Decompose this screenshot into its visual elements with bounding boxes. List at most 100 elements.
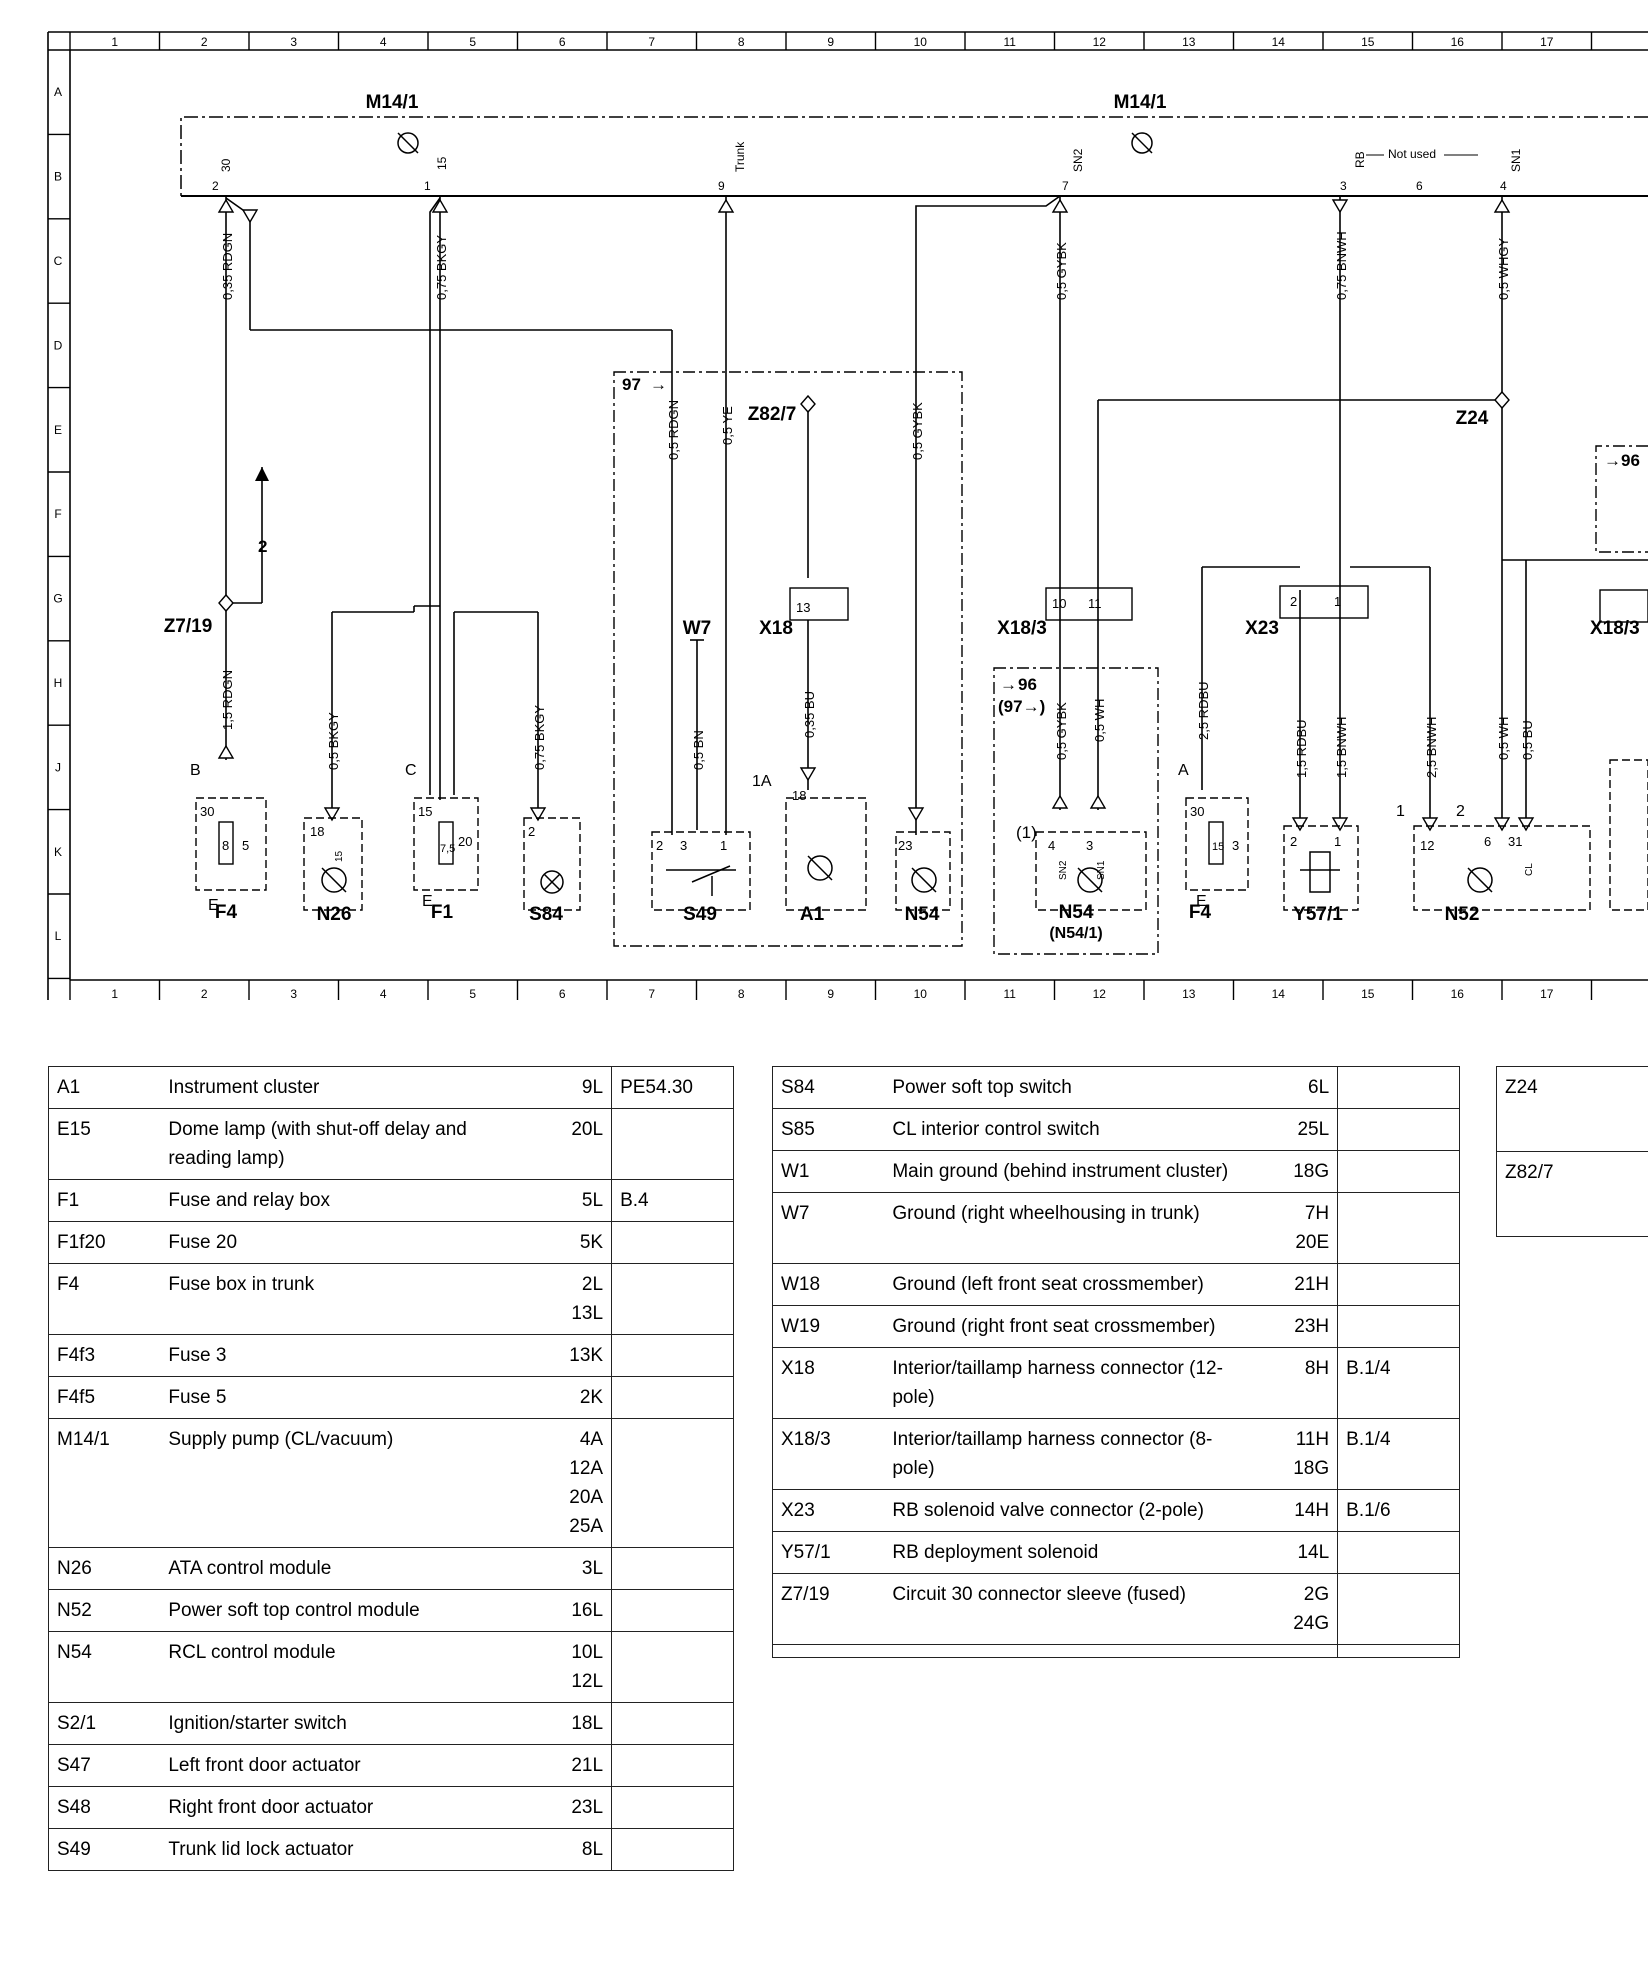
legend-ref [1337, 1573, 1460, 1645]
legend-loc: 5L [527, 1179, 613, 1222]
grid-column-label: 12 [1093, 35, 1107, 49]
legend-desc: RB solenoid valve connector (2-pole) [884, 1489, 1252, 1532]
svg-text:X18/3: X18/3 [997, 618, 1047, 639]
grid-column-label: 7 [648, 987, 655, 1000]
supply-pump-box: M14/1 M14/1 [180, 92, 1648, 197]
grid-row-label: E [54, 423, 62, 437]
grid-column-label: 1 [111, 35, 118, 49]
pump-pins: 2 30 1 15 9 Trunk 7 SN2 3 RB 6 4 SN1 Not… [212, 141, 1523, 193]
svg-text:3: 3 [680, 838, 687, 853]
grid-column-label: 10 [914, 35, 928, 49]
svg-text:30: 30 [1190, 804, 1204, 819]
legend-code: W19 [772, 1305, 885, 1348]
svg-text:1,5 RDGN: 1,5 RDGN [220, 670, 235, 730]
legend-ref [1337, 1150, 1460, 1193]
legend-desc: Trunk lid lock actuator [160, 1828, 528, 1871]
legend-ref [611, 1786, 734, 1829]
wire-labels: 0,35 RDGN 0,75 BKGY 0,5 GYBK 0,75 BNWH 0… [220, 231, 1535, 778]
legend-code: S49 [48, 1828, 161, 1871]
svg-text:30: 30 [200, 804, 214, 819]
grid-column-label: 17 [1540, 987, 1554, 1000]
svg-text:E: E [1196, 893, 1207, 910]
group-boxes [613, 371, 1648, 955]
wiring-diagram: 1122334455667788991010111112121313141415… [47, 31, 1648, 1000]
svg-text:5: 5 [242, 838, 249, 853]
grid-ticks [48, 32, 1593, 1000]
svg-text:1: 1 [720, 838, 727, 853]
svg-text:F1: F1 [431, 902, 454, 923]
legend-loc: 2L 13L [527, 1263, 613, 1335]
svg-text:E: E [422, 893, 433, 910]
svg-text:SN2: SN2 [1058, 860, 1069, 880]
grid-column-label: 11 [1004, 987, 1017, 1000]
svg-text:E: E [208, 897, 219, 914]
svg-text:X18: X18 [759, 618, 793, 639]
svg-text:SN1: SN1 [1509, 148, 1523, 172]
grid-column-label: 9 [827, 987, 834, 1000]
svg-text:1,5 RDBU: 1,5 RDBU [1294, 719, 1309, 778]
svg-text:Z7/19: Z7/19 [164, 616, 213, 637]
legend-desc: Fuse box in trunk [160, 1263, 528, 1335]
connectors [789, 585, 1648, 623]
svg-text:0,5 GYBK: 0,5 GYBK [1054, 702, 1069, 760]
svg-text:11: 11 [1088, 596, 1102, 611]
svg-text:Z82/7: Z82/7 [748, 404, 797, 425]
svg-text:0,5 BU: 0,5 BU [1520, 720, 1535, 760]
legend-loc [1251, 1644, 1339, 1658]
legend-code: X18/3 [772, 1418, 885, 1490]
legend-desc: Ground (left front seat crossmember) [884, 1263, 1252, 1306]
svg-text:2: 2 [1290, 834, 1297, 849]
svg-text:7: 7 [1062, 179, 1069, 193]
splices [218, 390, 1510, 613]
grid-column-label: 2 [201, 987, 208, 1000]
grid-row-label: H [54, 676, 63, 690]
svg-text:Z24: Z24 [1456, 408, 1489, 429]
svg-text:15: 15 [1212, 841, 1224, 853]
svg-text:0,5 BKGY: 0,5 BKGY [326, 712, 341, 770]
legend-code [772, 1644, 885, 1658]
legend-desc: Interior/taillamp harness connector (8-p… [884, 1418, 1252, 1490]
legend-ref [611, 1828, 734, 1871]
svg-text:4: 4 [1048, 838, 1055, 853]
svg-text:18: 18 [310, 824, 324, 839]
svg-text:C: C [405, 762, 417, 779]
switch-icon [666, 865, 736, 896]
svg-text:12: 12 [1420, 838, 1434, 853]
legend-desc: Interior/taillamp harness connector (12-… [884, 1347, 1252, 1419]
legend-ref: PE54.30 [611, 1066, 734, 1109]
svg-text:2,5 RDBU: 2,5 RDBU [1196, 681, 1211, 740]
svg-text:6: 6 [1416, 179, 1423, 193]
legend-ref [1337, 1263, 1460, 1306]
grid-column-label: 12 [1093, 987, 1107, 1000]
legend-code: Z24 [1495, 1066, 1618, 1152]
not-used-label: Not used [1388, 147, 1436, 161]
svg-text:0,5 BN: 0,5 BN [691, 730, 706, 770]
legend-code: F4 [48, 1263, 161, 1335]
legend-code: S48 [48, 1786, 161, 1829]
legend-desc: Fuse 5 [160, 1376, 528, 1419]
legend-ref [611, 1221, 734, 1264]
legend-ref [611, 1334, 734, 1377]
grid-column-label: 4 [380, 987, 387, 1000]
svg-text:N52: N52 [1445, 904, 1480, 925]
legend-loc: 2G 24G [1251, 1573, 1339, 1645]
svg-text:31: 31 [1508, 834, 1522, 849]
legend-loc: 20L [527, 1108, 613, 1180]
svg-text:0,5 WH: 0,5 WH [1496, 717, 1511, 760]
svg-text:2: 2 [1456, 803, 1465, 820]
legend-loc: 14L [1251, 1531, 1339, 1574]
svg-text:15: 15 [418, 804, 432, 819]
pump-motor-icon [397, 132, 1153, 154]
grid-column-label: 6 [559, 35, 566, 49]
svg-text:RB: RB [1353, 151, 1367, 168]
